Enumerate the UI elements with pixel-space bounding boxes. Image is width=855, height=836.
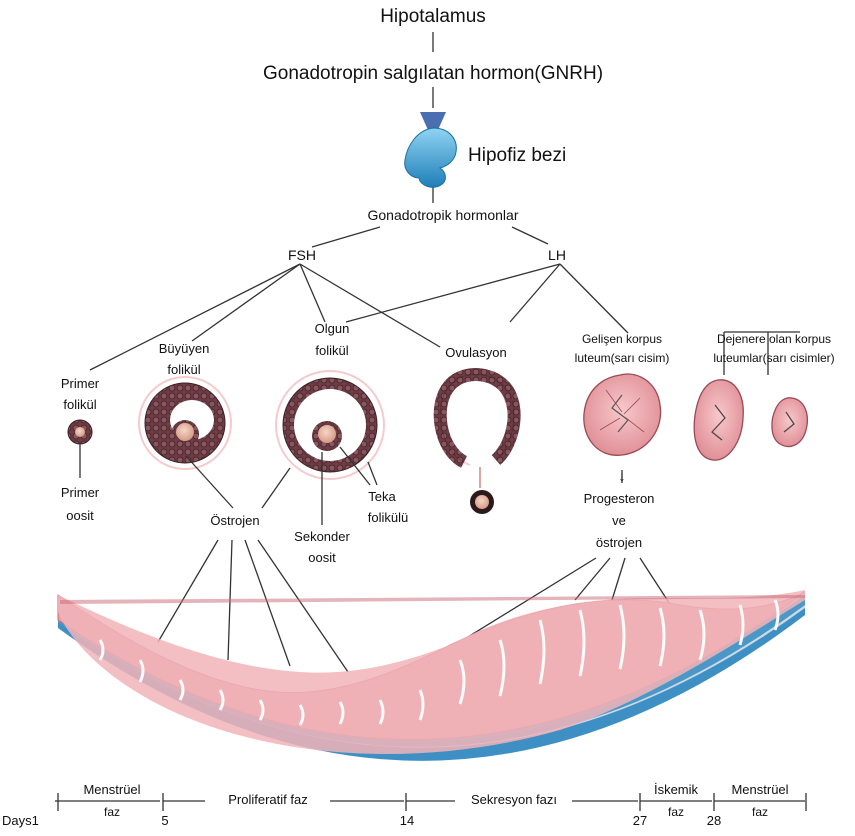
- ovulation-follicle-icon: [440, 375, 514, 514]
- pituitary-label: Hipofiz bezi: [468, 145, 566, 167]
- ischemic-phase-label-2: faz: [668, 806, 684, 820]
- theca-label-2: folikülü: [368, 511, 408, 526]
- mature-follicle-label-1: Olgun: [315, 322, 350, 337]
- developing-cl-label-2: luteum(sarı cisim): [575, 352, 670, 366]
- hypothalamus-label: Hipotalamus: [380, 6, 486, 28]
- primary-follicle-label-2: folikül: [63, 398, 96, 413]
- day-5: 5: [161, 814, 168, 829]
- gnrh-label: Gonadotropin salgılatan hormon(GNRH): [263, 63, 603, 85]
- primary-follicle-icon: [68, 420, 92, 478]
- progesterone-label-2: ve: [612, 514, 626, 529]
- secondary-oocyte-label-1: Sekonder: [294, 530, 350, 545]
- menstrual-phase-label-1: Menstrüel: [83, 783, 140, 798]
- degenerating-cl-label-2: luteumlar(sarı cisimler): [713, 352, 834, 366]
- degenerating-cl-label-1: Dejenere olan korpus: [717, 333, 831, 347]
- menstrual-phase-faz-1: faz: [104, 806, 120, 820]
- primary-oocyte-label-1: Primer: [61, 486, 99, 501]
- arrow-down-icon: ↓: [619, 468, 626, 484]
- primary-follicle-label-1: Primer: [61, 377, 99, 392]
- corpus-luteum-icon: [584, 374, 661, 483]
- degenerating-corpus-luteum-icon: [694, 380, 807, 460]
- pituitary-gland-icon: [405, 112, 457, 187]
- day-1: 1: [32, 813, 39, 828]
- endometrium-illustration: [58, 590, 805, 761]
- growing-follicle-label-1: Büyüyen: [159, 342, 210, 357]
- growing-follicle-icon: [139, 377, 231, 469]
- progesterone-label-3: östrojen: [596, 536, 642, 551]
- menstrual-phase-label-2: Menstrüel: [731, 783, 788, 798]
- gonadotropic-label: Gonadotropik hormonlar: [368, 207, 519, 223]
- lh-label: LH: [548, 247, 566, 263]
- day-28: 28: [707, 814, 721, 829]
- days-text: Days: [2, 813, 32, 828]
- growing-follicle-label-2: folikül: [167, 363, 200, 378]
- theca-label-1: Teka: [368, 490, 395, 505]
- fsh-label: FSH: [288, 247, 316, 263]
- proliferative-phase-label: Proliferatif faz: [228, 793, 307, 808]
- primary-oocyte-label-2: oosit: [66, 509, 93, 524]
- days-label: Days1: [2, 814, 39, 829]
- secondary-oocyte-label-2: oosit: [308, 551, 335, 566]
- day-27: 27: [633, 814, 647, 829]
- day-14: 14: [400, 814, 414, 829]
- ovulation-label: Ovulasyon: [445, 346, 506, 361]
- progesterone-label-1: Progesteron: [584, 492, 655, 507]
- developing-cl-label-1: Gelişen korpus: [582, 333, 662, 347]
- secretory-phase-label: Sekresyon fazı: [471, 793, 557, 808]
- ischemic-phase-label-1: İskemik: [654, 783, 698, 798]
- estrogen-label: Östrojen: [210, 514, 259, 529]
- mature-follicle-label-2: folikül: [315, 344, 348, 359]
- menstrual-phase-faz-2: faz: [752, 806, 768, 820]
